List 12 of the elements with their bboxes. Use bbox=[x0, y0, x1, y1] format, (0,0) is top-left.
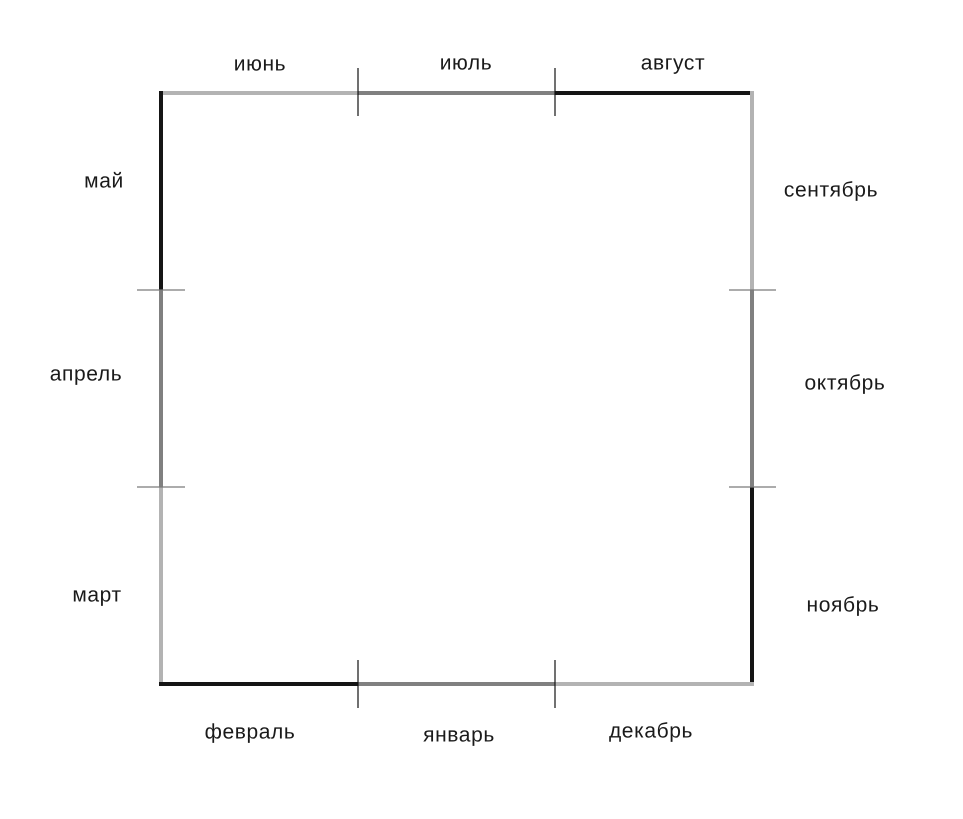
month-label: октябрь bbox=[804, 372, 886, 394]
month-label: ноябрь bbox=[806, 594, 880, 616]
month-label: апрель bbox=[50, 364, 122, 384]
month-label: январь bbox=[423, 724, 495, 746]
month-label: август bbox=[640, 52, 706, 74]
month-label: февраль bbox=[204, 722, 296, 742]
month-label: март bbox=[72, 584, 122, 606]
month-label: июнь bbox=[234, 54, 286, 74]
month-label: сентябрь bbox=[784, 180, 878, 200]
month-label: декабрь bbox=[608, 720, 694, 742]
month-label: июль bbox=[440, 52, 492, 74]
month-label: май bbox=[84, 170, 124, 192]
